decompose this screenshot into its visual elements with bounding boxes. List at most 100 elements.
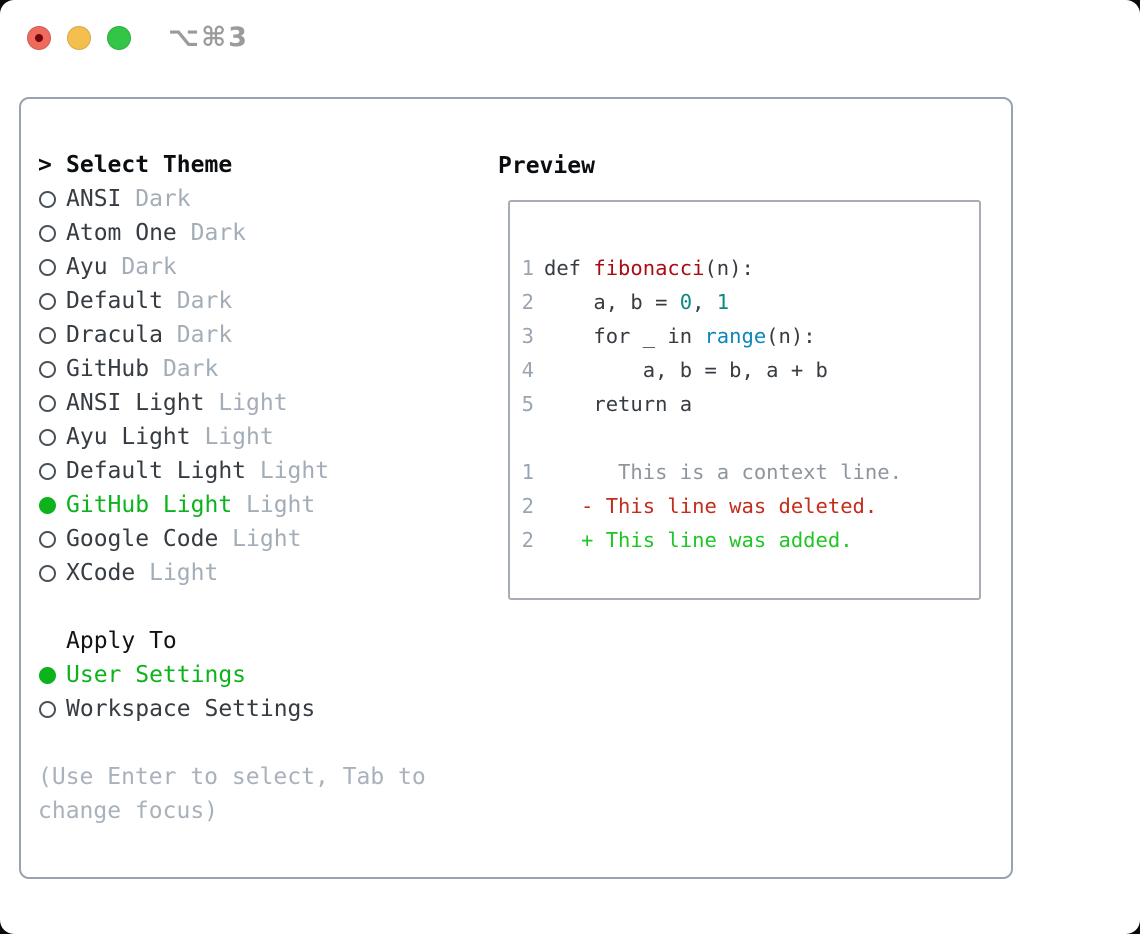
theme-option-github-light[interactable]: GitHub Light Light — [38, 488, 426, 522]
zoom-button[interactable] — [107, 26, 131, 50]
radio-circle — [39, 428, 56, 446]
line-number: 2 — [521, 494, 534, 518]
radio-icon — [38, 530, 66, 548]
theme-list-header-row: > Select Theme — [38, 148, 426, 182]
preview-title: Preview — [498, 153, 595, 179]
theme-name: Atom One — [66, 220, 177, 246]
apply-option-user-settings[interactable]: User Settings — [38, 658, 426, 692]
close-button[interactable] — [27, 26, 51, 50]
token-plain: a, b = — [544, 290, 680, 314]
hint-line: change focus) — [38, 798, 219, 824]
theme-option-xcode[interactable]: XCode Light — [38, 556, 426, 590]
token-number: 1 — [716, 290, 730, 314]
code-line: 3 for _ in range(n): — [520, 319, 979, 353]
theme-variant: Dark — [176, 220, 247, 246]
window-title: ⌥⌘3 — [168, 22, 249, 53]
diff-line: 1 This is a context line. — [520, 455, 979, 489]
theme-option-ayu[interactable]: Ayu Dark — [38, 250, 426, 284]
theme-variant: Dark — [162, 288, 233, 314]
theme-option-ayu-light[interactable]: Ayu Light Light — [38, 420, 426, 454]
theme-option-google-code[interactable]: Google Code Light — [38, 522, 426, 556]
line-content: def fibonacci(n): — [544, 251, 754, 285]
theme-option-dracula[interactable]: Dracula Dark — [38, 318, 426, 352]
theme-option-ansi[interactable]: ANSI Dark — [38, 182, 426, 216]
line-content: a, b = 0, 1 — [544, 285, 729, 319]
selection-prompt: > — [38, 152, 52, 178]
theme-variant: Dark — [149, 356, 219, 382]
radio-circle — [39, 496, 56, 514]
radio-icon — [38, 326, 66, 344]
theme-list-title: Select Theme — [66, 152, 233, 178]
radio-icon — [38, 190, 66, 208]
radio-circle — [39, 258, 56, 276]
radio-circle — [39, 360, 56, 378]
hint-line: (Use Enter to select, Tab to — [38, 764, 426, 790]
token-plain: , — [692, 290, 717, 314]
theme-name: Google Code — [66, 526, 219, 552]
theme-name: Dracula — [66, 322, 163, 348]
apply-option-label: User Settings — [66, 662, 247, 688]
line-content: - This line was deleted. — [544, 489, 877, 523]
close-dot-icon — [35, 34, 43, 42]
minimize-button[interactable] — [67, 26, 91, 50]
theme-variant: Light — [246, 458, 330, 484]
theme-name: GitHub Light — [66, 492, 233, 518]
radio-selected-icon — [38, 496, 66, 514]
token-plain: a, b = b, a + b — [544, 358, 828, 382]
theme-variant: Dark — [107, 254, 177, 280]
theme-variant: Light — [204, 390, 288, 416]
theme-option-ansi-light[interactable]: ANSI Light Light — [38, 386, 426, 420]
radio-icon — [38, 224, 66, 242]
line-number: 5 — [521, 392, 534, 416]
theme-name: Ayu Light — [66, 424, 191, 450]
theme-option-default-light[interactable]: Default Light Light — [38, 454, 426, 488]
radio-icon — [38, 360, 66, 378]
line-number: 1 — [521, 256, 534, 280]
line-number: 2 — [521, 528, 534, 552]
token-builtin: range — [704, 324, 767, 348]
code-line: 2 a, b = 0, 1 — [520, 285, 979, 319]
theme-name: Default Light — [66, 458, 247, 484]
theme-variant: Dark — [162, 322, 233, 348]
apply-to-header-row: Apply To — [38, 624, 426, 658]
radio-selected-icon — [38, 666, 66, 684]
radio-circle — [39, 190, 56, 208]
radio-circle — [39, 394, 56, 412]
code-line: 4 a, b = b, a + b — [520, 353, 979, 387]
theme-variant: Dark — [121, 186, 191, 212]
apply-to-title: Apply To — [66, 628, 177, 654]
theme-name: GitHub — [66, 356, 150, 382]
theme-variant: Light — [232, 492, 316, 518]
line-content: This is a context line. — [544, 455, 902, 489]
radio-circle — [39, 564, 56, 582]
radio-icon — [38, 564, 66, 582]
window-titlebar: ⌥⌘3 — [0, 0, 1140, 78]
line-content: for _ in range(n): — [544, 319, 816, 353]
token-deleted: - This line was deleted. — [544, 494, 878, 518]
theme-name: ANSI — [66, 186, 122, 212]
keyboard-hint: (Use Enter to select, Tab to change focus… — [38, 760, 426, 828]
radio-icon — [38, 258, 66, 276]
token-context: This is a context line. — [544, 460, 902, 484]
line-number: 1 — [521, 460, 534, 484]
radio-icon — [38, 700, 66, 718]
apply-option-workspace-settings[interactable]: Workspace Settings — [38, 692, 426, 726]
diff-line: 2 - This line was deleted. — [520, 489, 979, 523]
radio-icon — [38, 292, 66, 310]
list-gap — [38, 590, 426, 624]
token-function: fibonacci — [593, 256, 705, 280]
theme-name: XCode — [66, 560, 136, 586]
token-added: + This line was added. — [544, 528, 853, 552]
token-plain: def — [544, 256, 594, 280]
theme-option-github[interactable]: GitHub Dark — [38, 352, 426, 386]
token-plain: (n): — [766, 324, 816, 348]
radio-circle — [39, 700, 56, 718]
theme-option-default[interactable]: Default Dark — [38, 284, 426, 318]
theme-option-atom-one[interactable]: Atom One Dark — [38, 216, 426, 250]
line-content: a, b = b, a + b — [544, 353, 828, 387]
token-plain: return a — [544, 392, 693, 416]
